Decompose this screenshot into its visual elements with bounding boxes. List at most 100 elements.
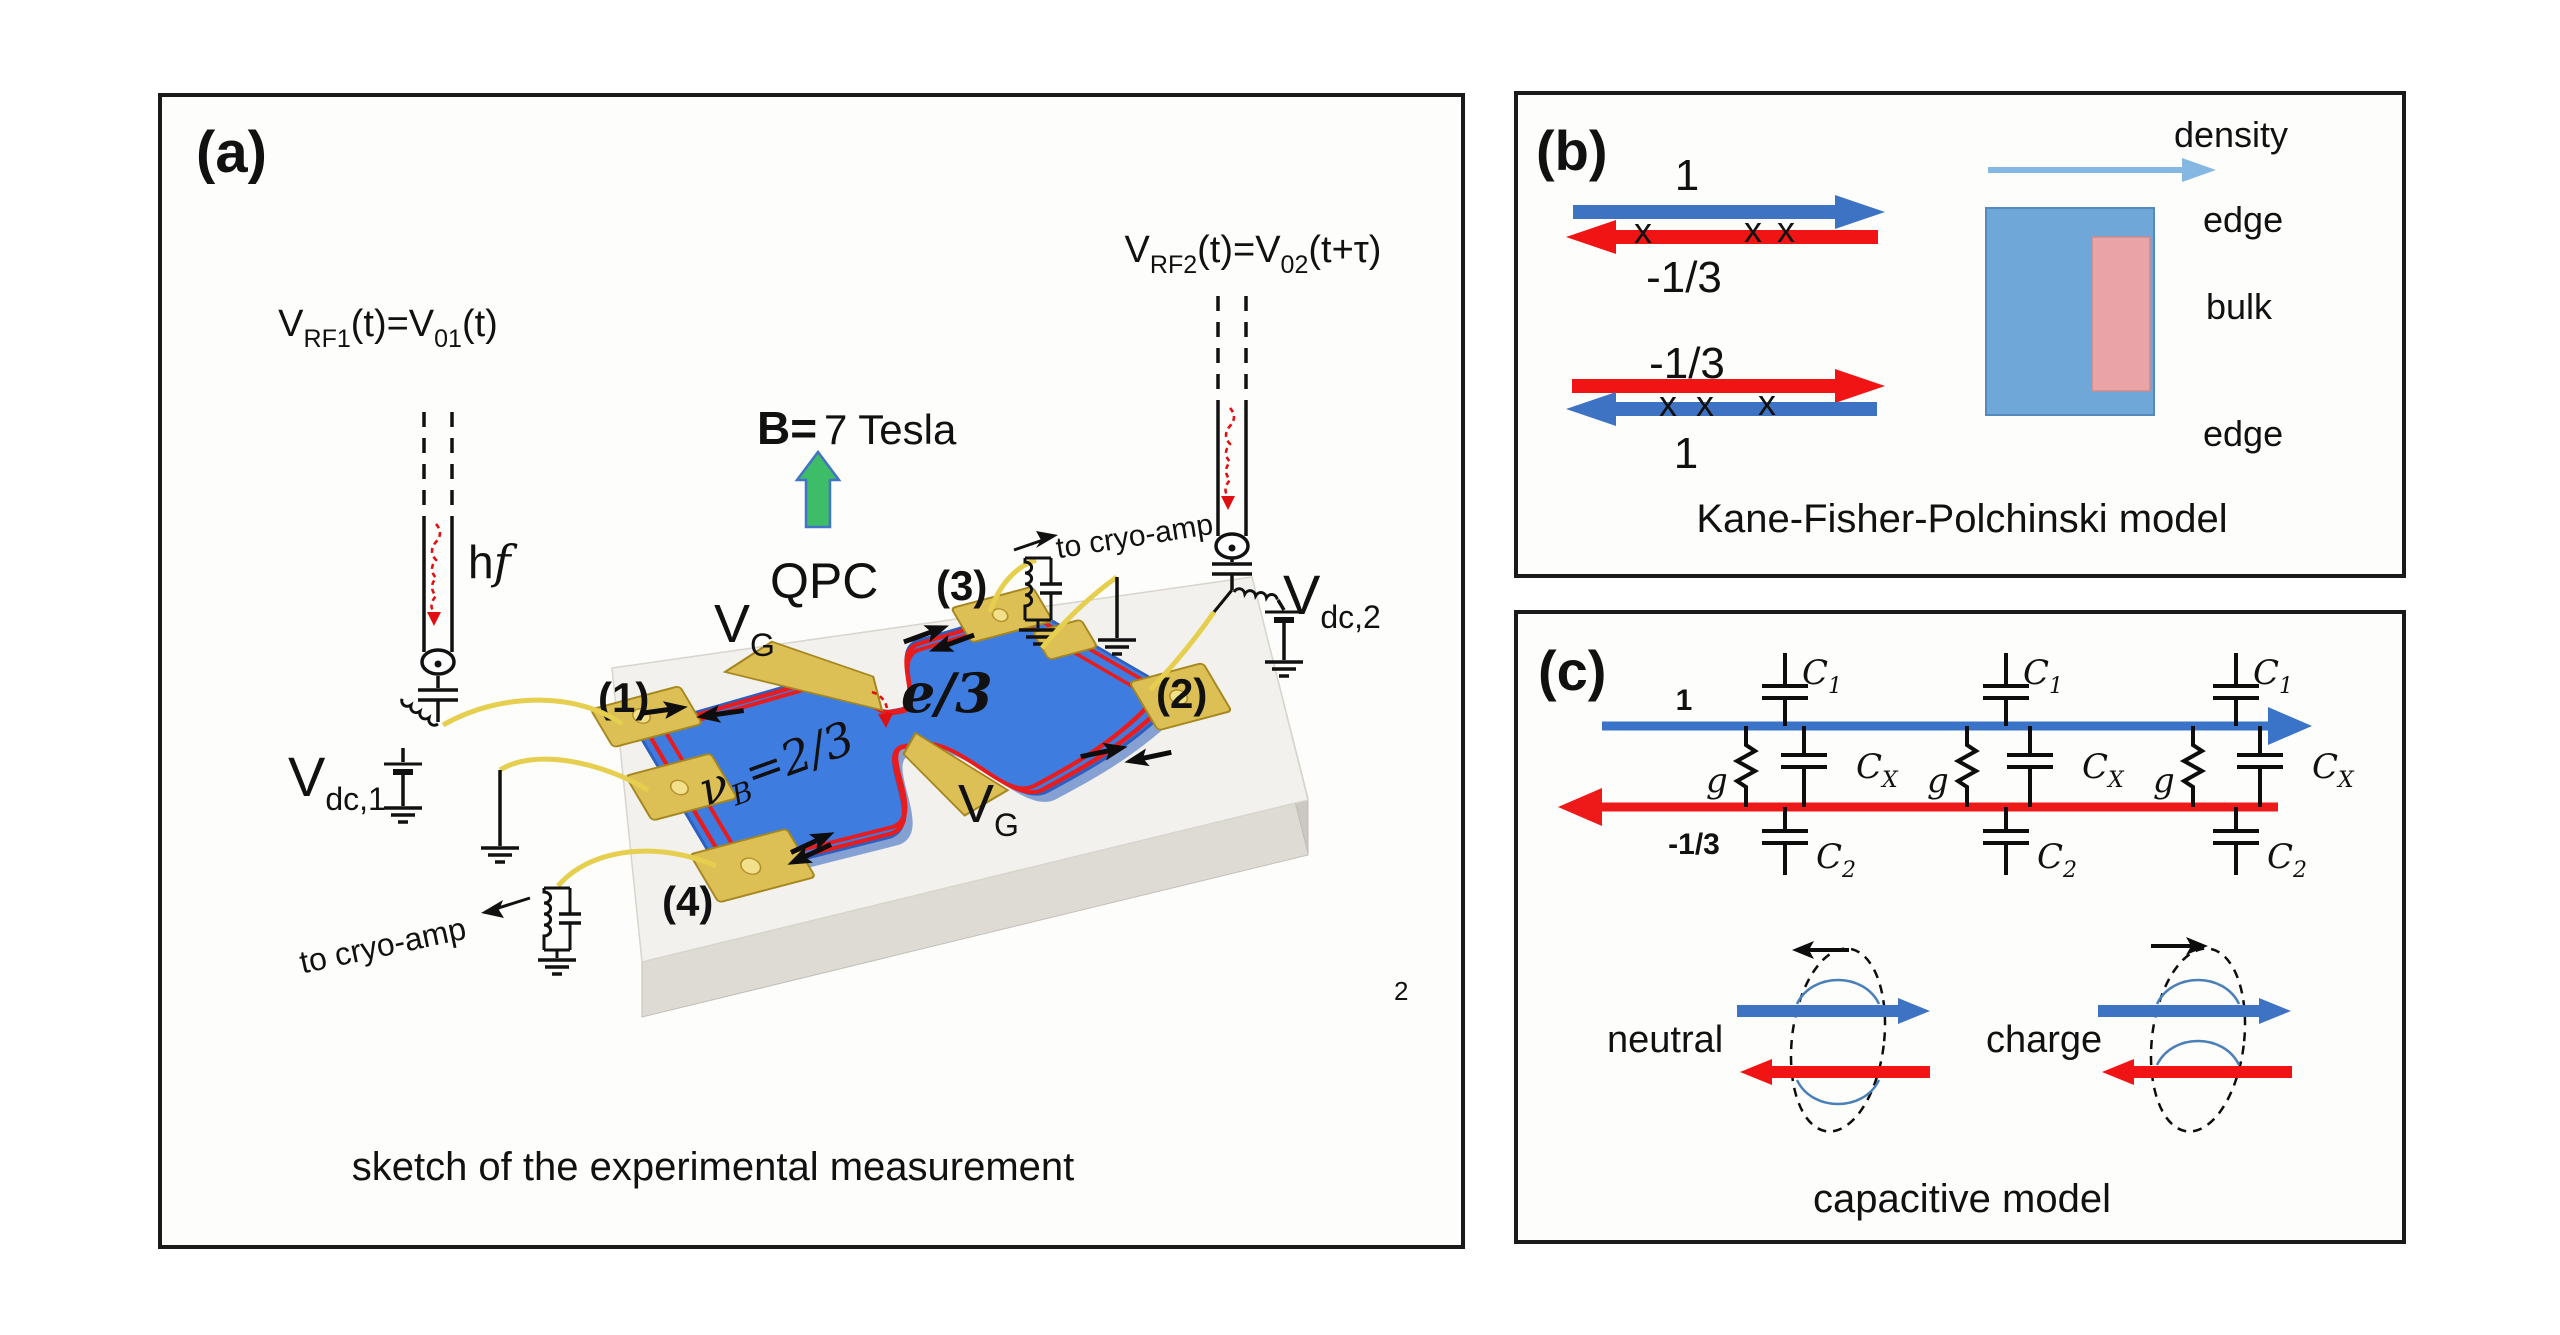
resistor-g bbox=[1732, 726, 1760, 807]
cryo-left-arrow-icon bbox=[481, 900, 504, 918]
c1-label: C1 bbox=[2253, 653, 2293, 699]
capacitor-cx bbox=[2007, 726, 2053, 807]
cx-label: CX bbox=[2082, 747, 2125, 793]
panel-a-caption: sketch of the experimental measurement bbox=[352, 1145, 1075, 1189]
contact-4-label: (4) bbox=[662, 878, 713, 925]
capacitor-cx bbox=[1781, 726, 1827, 807]
vrf1-label: VRF1(t)=V01(t) bbox=[278, 303, 498, 353]
chip-mesa-group bbox=[591, 585, 1232, 903]
bond-ball-2 bbox=[1169, 689, 1189, 706]
vg-top-label: VG bbox=[714, 594, 775, 663]
charge-blue-right-arrow-icon bbox=[2098, 998, 2291, 1024]
density-arrow-icon bbox=[1988, 158, 2216, 182]
charge-label: charge bbox=[1986, 1019, 2102, 1061]
neutral-blue-bump bbox=[1795, 978, 1881, 1005]
neutral-label: neutral bbox=[1607, 1019, 1723, 1061]
c2-label: C2 bbox=[2267, 837, 2307, 883]
bond-wire-2 bbox=[1148, 610, 1217, 692]
qpc-gate-top bbox=[722, 640, 884, 712]
capacitor-c2 bbox=[1762, 807, 1808, 875]
b-field-up-arrow-icon bbox=[794, 449, 842, 529]
pair2-x1: x bbox=[1659, 383, 1677, 424]
red-mode-arrowhead-icon bbox=[1558, 788, 1602, 826]
c2-label: C2 bbox=[1816, 837, 1856, 883]
hf-label: hf bbox=[468, 535, 518, 589]
g-label: g bbox=[1706, 761, 1728, 801]
tunneling-arrowhead-icon bbox=[878, 713, 893, 728]
cryo-branch-right bbox=[987, 531, 1138, 656]
unit-cell-3: C1 g CX C2 bbox=[2153, 653, 2355, 883]
pair2-x2: x bbox=[1696, 383, 1714, 424]
pair1-top-label: 1 bbox=[1675, 151, 1699, 200]
bond-wire-gnd bbox=[498, 756, 650, 793]
cryo-branch-left bbox=[481, 848, 718, 976]
ground-branch-left bbox=[479, 756, 650, 864]
cx-label: CX bbox=[1856, 747, 1899, 793]
qpc-label: QPC bbox=[770, 553, 878, 609]
pair1-x2: x bbox=[1744, 209, 1762, 250]
neutral-blue-right-arrow-icon bbox=[1737, 998, 1930, 1024]
capacitor-c2 bbox=[2213, 807, 2259, 875]
cryo-right-arrow-icon bbox=[1036, 531, 1058, 548]
pair2-red-right-arrow-icon bbox=[1572, 369, 1885, 403]
capacitor-c1 bbox=[1983, 653, 2029, 726]
panel-c: (c) 1 -1/3 C1 g CX C2 bbox=[1514, 610, 2406, 1244]
charge-ellipse-icon bbox=[2149, 947, 2247, 1133]
bond-wire-3b bbox=[1040, 574, 1119, 650]
neutral-red-left-arrow-icon bbox=[1740, 1059, 1930, 1085]
bias-tee-left bbox=[384, 676, 624, 824]
neutral-velocity-left-arrow-icon bbox=[1792, 941, 1814, 959]
pair2-blue-left-arrow-icon bbox=[1566, 392, 1877, 426]
g-label: g bbox=[1927, 761, 1949, 801]
bond-ball-4 bbox=[740, 857, 762, 875]
neutral-red-bump bbox=[1795, 1079, 1881, 1106]
unit-cell-1: C1 g CX C2 bbox=[1706, 653, 1899, 883]
panel-c-caption: capacitive model bbox=[1813, 1177, 2111, 1221]
pair2-x3: x bbox=[1758, 382, 1776, 423]
panel-c-border bbox=[1514, 610, 2406, 1244]
bond-ball-3 bbox=[991, 608, 1009, 623]
pair2-bottom-label: 1 bbox=[1674, 429, 1698, 478]
capacitor-cx bbox=[2237, 726, 2283, 807]
bulk-region-rect bbox=[2091, 236, 2151, 392]
panel-b-label: (b) bbox=[1536, 119, 1608, 182]
capacitor-c2 bbox=[1983, 807, 2029, 875]
panel-b: (b) 1 x x x -1/3 -1/3 x x x 1 density ed… bbox=[1514, 91, 2406, 578]
edge-bottom-label: edge bbox=[2203, 413, 2283, 454]
bond-ball-gnd bbox=[669, 779, 690, 796]
bulk-label: bulk bbox=[2206, 286, 2273, 327]
contact-3-label: (3) bbox=[936, 562, 987, 609]
panel-a-label: (a) bbox=[196, 120, 267, 185]
panel-a: (a) VRF1(t)=V01(t) VRF2(t)=V02(t+τ) hf B… bbox=[158, 93, 1465, 1249]
charge-velocity-right-arrow-icon bbox=[2186, 937, 2208, 955]
b-field-prefix: B= bbox=[757, 402, 817, 454]
panel-b-caption: Kane-Fisher-Polchinski model bbox=[1696, 497, 2227, 541]
pair1-bottom-label: -1/3 bbox=[1646, 253, 1722, 302]
pair1-x3: x bbox=[1777, 209, 1795, 250]
panel-c-label: (c) bbox=[1538, 639, 1606, 702]
charge-red-left-arrow-icon bbox=[2102, 1059, 2292, 1085]
panel-b-border bbox=[1514, 91, 2406, 578]
vrf2-label: VRF2(t)=V02(t+τ) bbox=[1125, 229, 1382, 279]
charge-blue-bump bbox=[2155, 978, 2241, 1005]
capacitor-c1 bbox=[2213, 653, 2259, 726]
b-field-value: 7 Tesla bbox=[824, 406, 957, 453]
bond-wire-4 bbox=[556, 848, 718, 888]
page-number: 2 bbox=[1394, 976, 1408, 1006]
neutral-mode-diagram: neutral bbox=[1607, 941, 1930, 1133]
vg-bottom-label: VG bbox=[958, 774, 1019, 843]
pair1-red-left-arrow-icon bbox=[1566, 220, 1878, 254]
charge-mode-diagram: charge bbox=[1986, 937, 2292, 1133]
cx-label: CX bbox=[2312, 747, 2355, 793]
pair1-x1: x bbox=[1634, 210, 1652, 251]
neutral-ellipse-icon bbox=[1789, 947, 1887, 1133]
g-label: g bbox=[2153, 761, 2175, 801]
c1-label: C1 bbox=[2023, 653, 2063, 699]
e3-label: e/3 bbox=[901, 661, 993, 725]
unit-cell-2: C1 g CX C2 bbox=[1927, 653, 2125, 883]
capacitor-c1 bbox=[1762, 653, 1808, 726]
blue-mode-arrowhead-icon bbox=[2268, 707, 2312, 745]
line-bottom-label: -1/3 bbox=[1668, 828, 1720, 861]
